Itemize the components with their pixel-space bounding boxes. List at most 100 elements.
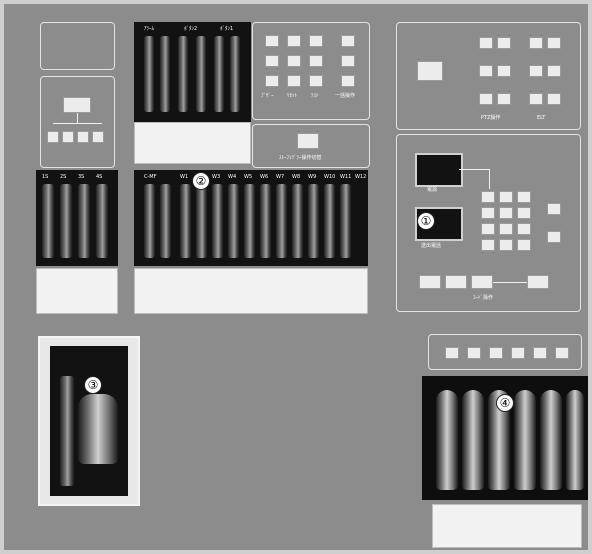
keypad-key[interactable] xyxy=(287,55,301,67)
wire xyxy=(459,169,489,170)
selector-switch[interactable] xyxy=(42,184,54,258)
arrow-key-aux[interactable] xyxy=(529,93,543,105)
main-stepper[interactable] xyxy=(260,184,271,258)
main-header: W11 xyxy=(340,174,352,180)
receiver-card[interactable] xyxy=(214,36,224,112)
keypad-key[interactable] xyxy=(341,75,355,87)
numeric-key[interactable] xyxy=(499,191,513,203)
receiver-card[interactable] xyxy=(160,36,170,112)
selector-switch[interactable] xyxy=(78,184,90,258)
drum-switch[interactable] xyxy=(540,390,562,490)
drum-switch[interactable] xyxy=(488,390,510,490)
drum-switch[interactable] xyxy=(566,390,584,490)
side-key[interactable] xyxy=(547,203,561,215)
main-label-plate xyxy=(134,268,368,314)
numeric-key[interactable] xyxy=(499,207,513,219)
main-stepper[interactable] xyxy=(244,184,255,258)
main-stepper[interactable] xyxy=(292,184,303,258)
selector-switch[interactable] xyxy=(96,184,108,258)
selector-switch[interactable] xyxy=(60,184,72,258)
main-stepper[interactable] xyxy=(196,184,207,258)
counter-switch[interactable] xyxy=(60,376,74,486)
branch-button-4[interactable] xyxy=(92,131,104,143)
arrow-key-left[interactable] xyxy=(479,37,493,49)
arrow-key-aux[interactable] xyxy=(547,93,561,105)
arrow-key-down[interactable] xyxy=(547,65,561,77)
transfer-button[interactable] xyxy=(297,133,319,149)
numeric-key[interactable] xyxy=(481,191,495,203)
numeric-key[interactable] xyxy=(517,207,531,219)
keypad-key[interactable] xyxy=(309,55,323,67)
keypad-key[interactable] xyxy=(309,75,323,87)
arrow-key-aux[interactable] xyxy=(497,93,511,105)
keypad-key[interactable] xyxy=(287,35,301,47)
transfer-panel: ｽﾄｰﾌｪﾂﾞﾗｰ操作切替 xyxy=(252,124,370,168)
main-stepper[interactable] xyxy=(228,184,239,258)
main-header: W10 xyxy=(324,174,336,180)
receiver-card[interactable] xyxy=(196,36,206,112)
branch-button-2[interactable] xyxy=(62,131,74,143)
receiver-card[interactable] xyxy=(144,36,154,112)
keypad-key[interactable] xyxy=(341,55,355,67)
strip-button[interactable] xyxy=(511,347,525,359)
drum-switch[interactable] xyxy=(462,390,484,490)
main-stepper[interactable] xyxy=(212,184,223,258)
branch-button-1[interactable] xyxy=(47,131,59,143)
main-stepper[interactable] xyxy=(180,184,191,258)
callout-3: ③ xyxy=(84,376,102,394)
arrow-key-down[interactable] xyxy=(497,65,511,77)
arrow-key-right[interactable] xyxy=(547,37,561,49)
keypad-key[interactable] xyxy=(341,35,355,47)
main-stepper[interactable] xyxy=(308,184,319,258)
selector-header-1: 1S xyxy=(42,174,49,180)
numeric-key[interactable] xyxy=(517,239,531,251)
main-stepper[interactable] xyxy=(144,184,155,258)
numeric-key[interactable] xyxy=(499,223,513,235)
selector-header-2: 2S xyxy=(60,174,67,180)
arrow-key-right[interactable] xyxy=(497,37,511,49)
strip-button[interactable] xyxy=(445,347,459,359)
numeric-key[interactable] xyxy=(517,191,531,203)
numeric-key[interactable] xyxy=(481,207,495,219)
numeric-label-1: 電源 xyxy=(427,187,438,193)
numeric-key[interactable] xyxy=(517,223,531,235)
numeric-key[interactable] xyxy=(481,239,495,251)
arrow-key-aux[interactable] xyxy=(479,93,493,105)
branch-button-3[interactable] xyxy=(77,131,89,143)
main-stepper[interactable] xyxy=(340,184,351,258)
main-stepper[interactable] xyxy=(276,184,287,258)
keypad-key[interactable] xyxy=(309,35,323,47)
selector-label-plate xyxy=(36,268,118,314)
keypad-key[interactable] xyxy=(265,35,279,47)
master-button[interactable] xyxy=(63,97,91,113)
strip-button[interactable] xyxy=(533,347,547,359)
counter-drum[interactable] xyxy=(78,394,118,464)
drum-switch[interactable] xyxy=(436,390,458,490)
strip-button[interactable] xyxy=(555,347,569,359)
arrow-key-up[interactable] xyxy=(529,65,543,77)
keypad-key[interactable] xyxy=(265,75,279,87)
bottom-key[interactable] xyxy=(527,275,549,289)
main-header: W5 xyxy=(244,174,253,180)
receiver-card[interactable] xyxy=(178,36,188,112)
numeric-key[interactable] xyxy=(481,223,495,235)
arrow-key-left[interactable] xyxy=(529,37,543,49)
lower-left-frame xyxy=(38,336,140,506)
strip-button[interactable] xyxy=(489,347,503,359)
bottom-key[interactable] xyxy=(445,275,467,289)
numeric-key[interactable] xyxy=(499,239,513,251)
bottom-key[interactable] xyxy=(419,275,441,289)
keypad-key[interactable] xyxy=(265,55,279,67)
arrow-key-up[interactable] xyxy=(479,65,493,77)
receiver-card[interactable] xyxy=(230,36,240,112)
drum-switch[interactable] xyxy=(514,390,536,490)
main-stepper[interactable] xyxy=(160,184,171,258)
main-stepper[interactable] xyxy=(324,184,335,258)
side-key[interactable] xyxy=(547,231,561,243)
keypad-key[interactable] xyxy=(287,75,301,87)
main-header: W6 xyxy=(260,174,269,180)
strip-button[interactable] xyxy=(467,347,481,359)
preview-button[interactable] xyxy=(417,61,443,81)
bottom-key[interactable] xyxy=(471,275,493,289)
selector-header-3: 3S xyxy=(78,174,85,180)
